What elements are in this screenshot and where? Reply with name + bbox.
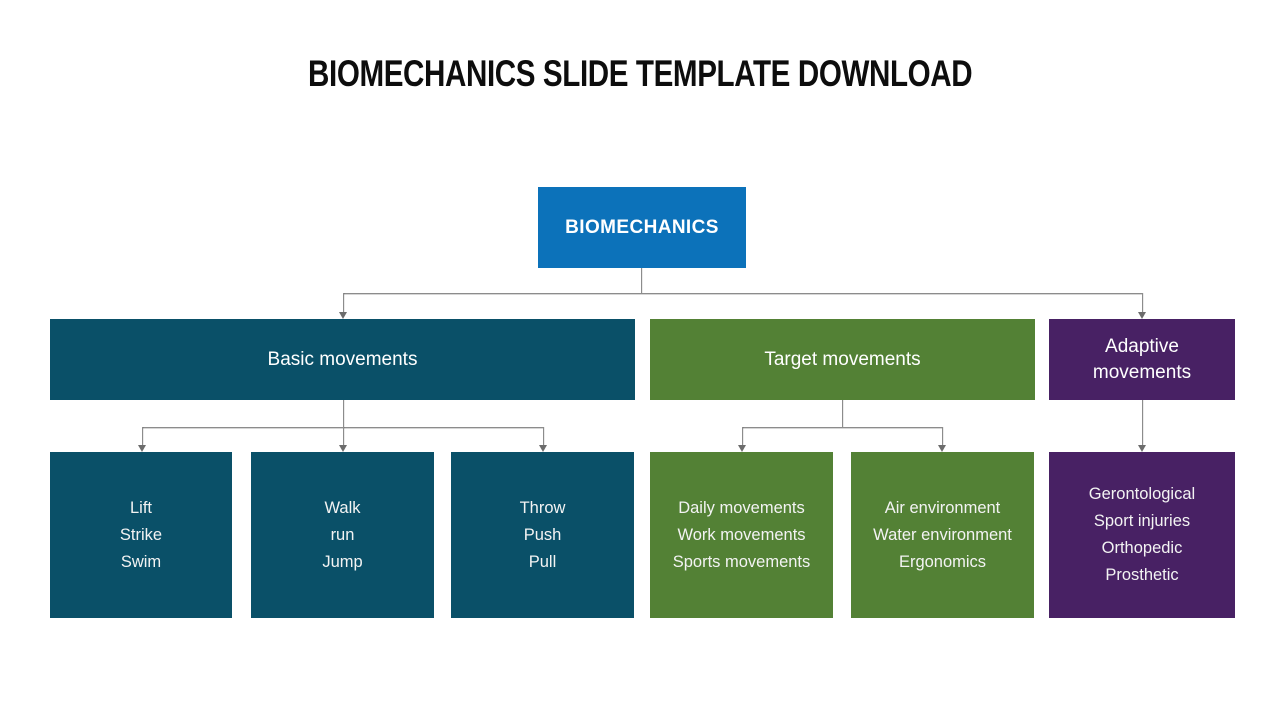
- connector-stem-air: [942, 427, 943, 445]
- connector-basic-stub: [343, 400, 344, 427]
- arrowhead-to-lift: [138, 445, 146, 452]
- node-gerontological-prosthetic: Gerontological Sport injuries Orthopedic…: [1049, 452, 1235, 618]
- list-item: Work movements: [677, 525, 806, 544]
- slide-title-text: BIOMECHANICS SLIDE TEMPLATE DOWNLOAD: [307, 53, 973, 94]
- arrowhead-to-gerontological: [1138, 445, 1146, 452]
- node-lift-strike-swim: Lift Strike Swim: [50, 452, 232, 618]
- connector-stem-lift: [142, 427, 143, 445]
- arrowhead-to-air: [938, 445, 946, 452]
- node-target-movements: Target movements: [650, 319, 1035, 400]
- connector-stem-walk: [343, 427, 344, 445]
- node-throw-push-pull: Throw Push Pull: [451, 452, 634, 618]
- slide-title: BIOMECHANICS SLIDE TEMPLATE DOWNLOAD: [0, 53, 1280, 95]
- list-item: Push: [523, 525, 562, 544]
- arrowhead-to-walk: [339, 445, 347, 452]
- node-basic-movements: Basic movements: [50, 319, 635, 400]
- arrowhead-to-adaptive: [1138, 312, 1146, 319]
- list-item: Swim: [120, 552, 162, 571]
- arrowhead-to-daily: [738, 445, 746, 452]
- connector-stem-throw: [543, 427, 544, 445]
- list-item: Ergonomics: [898, 552, 987, 571]
- arrowhead-to-basic: [339, 312, 347, 319]
- connector-stem-basic: [343, 293, 344, 312]
- list-item: Prosthetic: [1105, 566, 1179, 584]
- node-target-movements-label: Target movements: [764, 348, 921, 370]
- list-item: Throw: [519, 498, 566, 517]
- connector-level1-horizontal: [343, 293, 1143, 294]
- connector-target-stub: [842, 400, 843, 427]
- connector-root-stub: [641, 268, 642, 293]
- connector-stem-adaptive: [1142, 293, 1143, 312]
- connector-adaptive-stub: [1142, 400, 1143, 445]
- list-item: Sports movements: [672, 552, 811, 571]
- list-item: Strike: [119, 525, 163, 544]
- connector-target-horizontal: [742, 427, 942, 428]
- list-item: Lift: [129, 498, 152, 517]
- node-adaptive-movements-label: Adaptive movements: [1092, 335, 1192, 383]
- list-item: Air environment: [884, 498, 1001, 517]
- list-item: Pull: [528, 552, 557, 571]
- node-air-water-ergonomics: Air environment Water environment Ergono…: [851, 452, 1034, 618]
- list-item: Gerontological: [1088, 485, 1196, 503]
- list-item: Walk: [324, 498, 361, 517]
- list-item: Daily movements: [678, 498, 805, 517]
- connector-stem-daily: [742, 427, 743, 445]
- node-walk-run-jump: Walk run Jump: [251, 452, 434, 618]
- list-item: Jump: [322, 552, 363, 571]
- arrowhead-to-throw: [539, 445, 547, 452]
- node-basic-movements-label: Basic movements: [267, 348, 418, 370]
- connector-basic-horizontal: [142, 427, 543, 428]
- node-biomechanics: BIOMECHANICS: [538, 187, 746, 268]
- node-daily-work-sports-movements: Daily movements Work movements Sports mo…: [650, 452, 833, 618]
- list-item: Water environment: [873, 525, 1012, 544]
- list-item: Sport injuries: [1093, 512, 1191, 530]
- node-adaptive-movements: Adaptive movements: [1049, 319, 1235, 400]
- list-item: run: [330, 525, 355, 544]
- node-biomechanics-label: BIOMECHANICS: [565, 216, 719, 238]
- list-item: Orthopedic: [1101, 539, 1183, 557]
